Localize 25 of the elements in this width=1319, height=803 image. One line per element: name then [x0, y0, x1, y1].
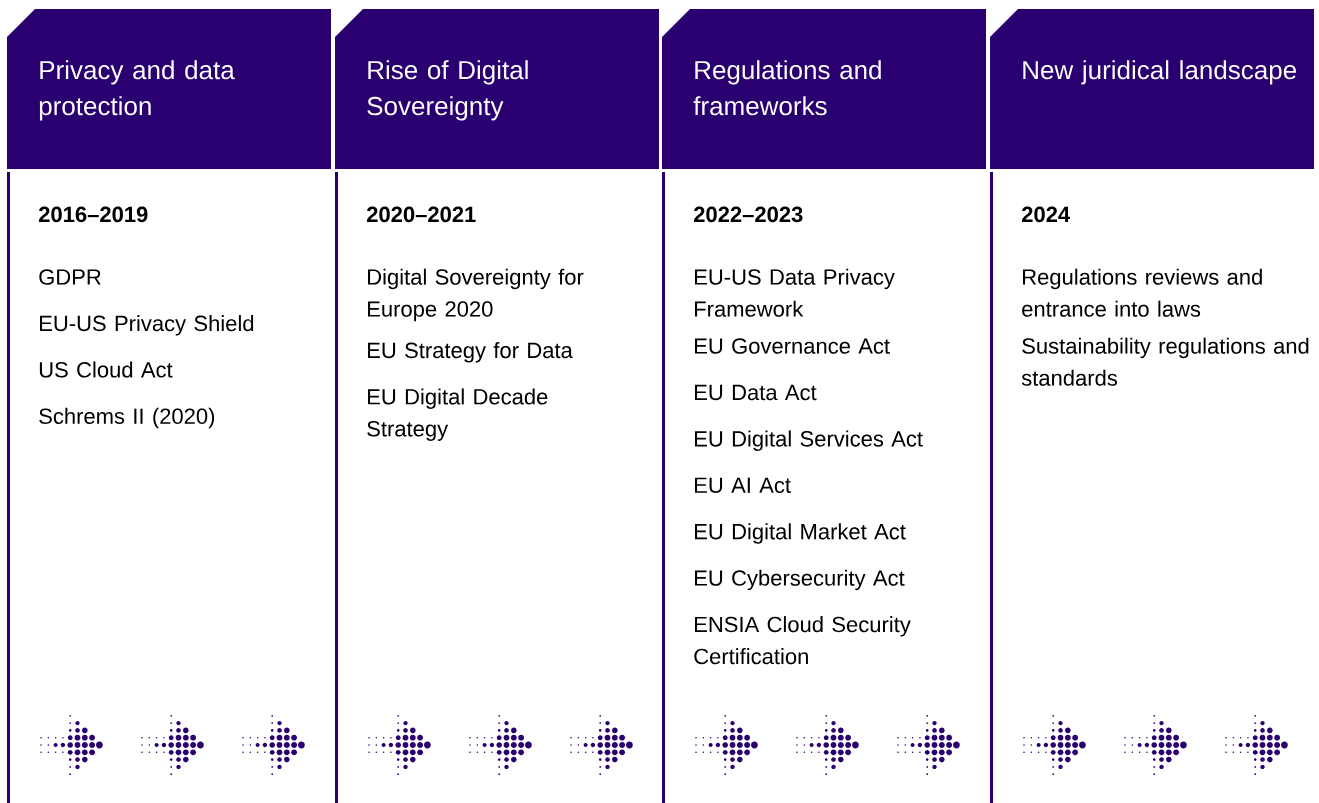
- list-item: Sustainability regulations and standards: [1021, 337, 1309, 386]
- list-item: Digital Sovereignty for Europe 2020: [368, 268, 584, 322]
- list-item: EU Digital Services Act: [695, 430, 923, 451]
- list-item: EU Digital Decade Strategy: [367, 388, 548, 441]
- year-label: 2022–2023: [694, 206, 803, 223]
- list-item: EU AI Act: [695, 477, 791, 494]
- list-item: Regulations reviews and entrance into laws: [1022, 268, 1262, 317]
- list-item: EU Cybersecurity Act: [695, 569, 905, 591]
- list-item: EU Digital Market Act: [695, 523, 906, 544]
- list-item: US Cloud Act: [39, 361, 173, 378]
- list-item: EU Strategy for Data: [368, 342, 573, 363]
- header-band: Rise of Digital Sovereignty: [335, 9, 659, 169]
- year-label: 2024: [1022, 206, 1071, 223]
- header-band: Privacy and data protection: [7, 9, 331, 169]
- list-item: EU Data Act: [695, 384, 817, 401]
- list-item: ENSIA Cloud Security Certification: [694, 616, 911, 665]
- year-label: 2020–2021: [366, 206, 476, 223]
- header-band: Regulations and frameworks: [662, 9, 986, 169]
- list-item: EU-US Data Privacy Framework: [695, 268, 895, 317]
- list-item: GDPR: [39, 269, 101, 285]
- list-item: Schrems II (2020): [39, 407, 215, 429]
- list-item: EU Governance Act: [695, 338, 890, 354]
- year-label: 2016–2019: [38, 206, 148, 223]
- list-item: EU-US Privacy Shield: [40, 315, 254, 336]
- header-band: New juridical landscape: [990, 9, 1314, 169]
